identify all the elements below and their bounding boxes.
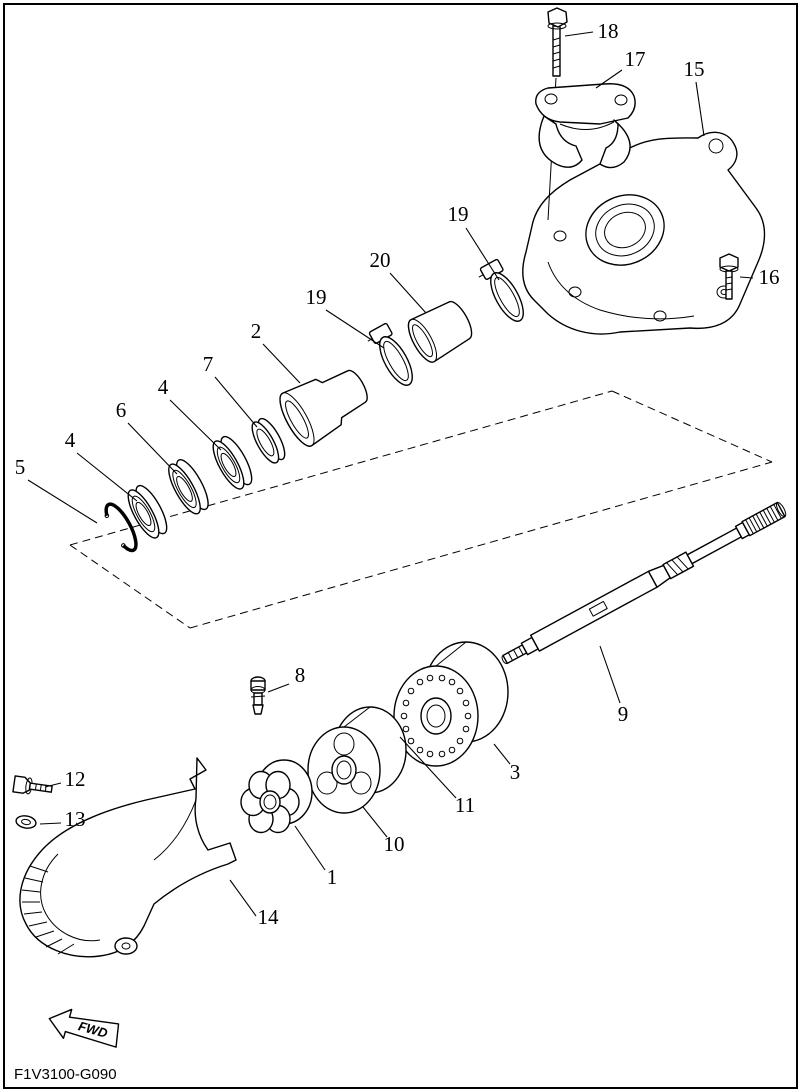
part-9-drive-shaft — [501, 501, 787, 665]
svg-text:14: 14 — [258, 905, 280, 929]
part-2-coupling-tube — [279, 369, 368, 447]
svg-text:19: 19 — [306, 285, 327, 309]
part-4-bearing-lower — [127, 484, 168, 539]
callout-10: 10 — [362, 806, 405, 856]
svg-text:11: 11 — [455, 793, 475, 817]
part-6-bearing — [168, 459, 209, 515]
callout-19-upper: 19 — [448, 202, 500, 281]
part-16-bolt — [719, 253, 739, 300]
callout-6: 6 — [116, 398, 178, 475]
part-13-washer — [15, 815, 37, 829]
part-7-washer — [251, 417, 286, 464]
callout-20: 20 — [370, 248, 427, 314]
svg-text:9: 9 — [618, 702, 629, 726]
part-4-bearing-upper — [212, 435, 253, 490]
callout-13: 13 — [39, 807, 86, 831]
svg-text:17: 17 — [625, 47, 646, 71]
part-19-hose-clamp-lower — [367, 322, 413, 386]
part-20-sleeve — [407, 300, 473, 363]
svg-text:5: 5 — [15, 455, 26, 479]
callout-3: 3 — [493, 743, 521, 784]
part-17-clamp-bracket — [535, 83, 636, 169]
fwd-arrow: FWD — [48, 1008, 120, 1048]
svg-text:20: 20 — [370, 248, 391, 272]
svg-text:7: 7 — [203, 352, 214, 376]
callout-1: 1 — [294, 825, 338, 889]
callout-17: 17 — [595, 47, 646, 89]
part-14-bracket-housing — [19, 757, 237, 958]
callout-5: 5 — [15, 455, 98, 524]
svg-text:6: 6 — [116, 398, 127, 422]
callout-4-upper: 4 — [158, 375, 222, 451]
callout-8: 8 — [267, 663, 306, 693]
svg-text:15: 15 — [684, 57, 705, 81]
part-3-coupler-drum — [393, 641, 509, 767]
callout-15: 15 — [684, 57, 705, 137]
diagram-code: F1V3100-G090 — [14, 1066, 117, 1083]
part-10-coupling-hub — [307, 706, 407, 814]
svg-text:10: 10 — [384, 832, 405, 856]
part-18-bolt — [547, 7, 568, 77]
svg-text:18: 18 — [598, 19, 619, 43]
part-5-circlip — [104, 502, 138, 553]
callout-16: 16 — [739, 265, 780, 289]
svg-text:4: 4 — [65, 428, 76, 452]
callout-14: 14 — [229, 879, 280, 929]
callout-19-lower: 19 — [306, 285, 385, 349]
callout-2: 2 — [251, 319, 301, 384]
svg-text:13: 13 — [65, 807, 86, 831]
part-12-bolt — [12, 775, 53, 795]
callouts: 18 17 15 16 19 20 19 2 — [15, 19, 780, 929]
callout-7: 7 — [203, 352, 258, 428]
callout-12: 12 — [44, 767, 86, 791]
svg-text:4: 4 — [158, 375, 169, 399]
part-1-rubber-damper — [240, 759, 313, 834]
svg-text:3: 3 — [510, 760, 521, 784]
svg-text:12: 12 — [65, 767, 86, 791]
callout-4-lower: 4 — [65, 428, 138, 502]
part-8-grease-fitting — [250, 676, 266, 715]
svg-text:1: 1 — [327, 865, 338, 889]
part-15-housing — [522, 131, 766, 335]
svg-text:19: 19 — [448, 202, 469, 226]
callout-9: 9 — [599, 645, 629, 726]
callout-11: 11 — [399, 736, 475, 817]
svg-text:8: 8 — [295, 663, 306, 687]
svg-text:2: 2 — [251, 319, 262, 343]
callout-18: 18 — [564, 19, 619, 43]
svg-text:16: 16 — [759, 265, 780, 289]
